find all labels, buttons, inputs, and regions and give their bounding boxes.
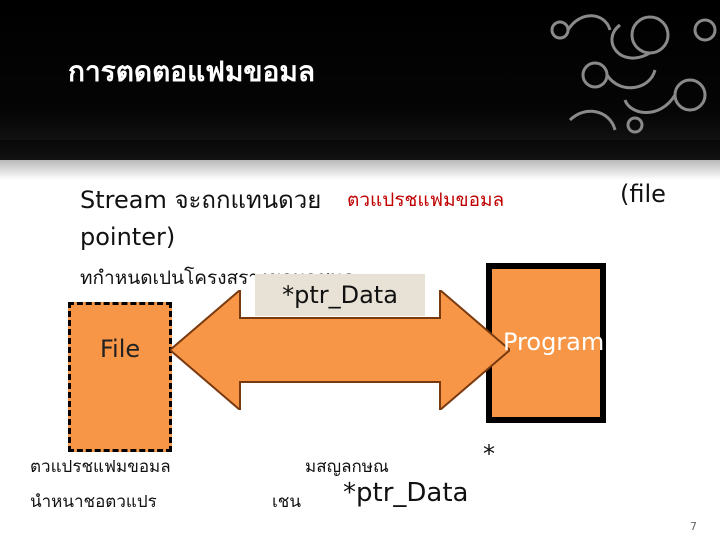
body-line1-file: (file: [620, 180, 666, 208]
bottom-left-line1: ตวแปรชแฟมขอมล: [30, 457, 171, 477]
double-arrow-icon: [170, 290, 510, 410]
bottom-example-prefix: เชน: [272, 492, 301, 512]
bottom-example-ptr: *ptr_Data: [343, 478, 469, 508]
slide-title: การตดตอแฟมขอมล: [68, 55, 315, 88]
asterisk-symbol: *: [483, 440, 495, 468]
header-shadow: [0, 140, 720, 180]
body-line1-stream: Stream จะถกแทนดวย: [80, 186, 322, 214]
swirl-ornament-icon: [550, 14, 717, 134]
program-box: [486, 263, 606, 423]
program-label: Program: [503, 328, 605, 356]
body-line1-file-pointer-term: ตวแปรชแฟมขอมล: [347, 189, 505, 211]
bottom-left-line2: นำหนาชอตวแปร: [30, 492, 157, 512]
slide-header: การตดตอแฟมขอมล: [0, 0, 720, 160]
file-box: [68, 302, 172, 452]
ptr-data-label-box: *ptr_Data: [255, 274, 425, 316]
page-number: 7: [690, 520, 697, 533]
bottom-mid-symbol-text: มสญลกษณ: [305, 457, 389, 477]
file-label: File: [100, 335, 141, 363]
body-line2-pointer: pointer): [80, 223, 176, 251]
